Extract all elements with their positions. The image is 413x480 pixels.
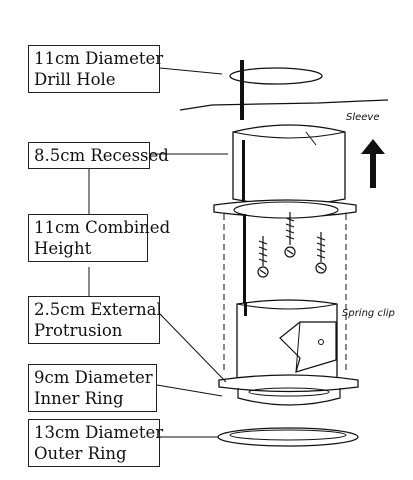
- label-line: Inner Ring: [34, 389, 124, 408]
- drill-hole: [229, 60, 323, 120]
- label-line: 13cm Diameter: [34, 423, 164, 442]
- screw-center-icon: [284, 212, 296, 258]
- label-external-protrusion: 2.5cm External Protrusion: [28, 296, 162, 344]
- screws: [257, 212, 327, 278]
- label-line: Drill Hole: [34, 70, 116, 89]
- label-drill-hole: 11cm Diameter Drill Hole: [28, 45, 164, 93]
- lower-housing: [236, 299, 338, 384]
- label-recessed: 8.5cm Recessed: [28, 142, 169, 169]
- label-outer-ring: 13cm Diameter Outer Ring: [28, 419, 164, 467]
- ceiling-line: [179, 99, 389, 111]
- spring-clip-callout: Spring clip: [342, 308, 395, 319]
- label-line: 8.5cm Recessed: [34, 146, 169, 165]
- screw-left-icon: [257, 236, 269, 278]
- guide-lines: [223, 214, 347, 372]
- sleeve-body: [232, 124, 346, 206]
- label-line: Outer Ring: [34, 444, 127, 463]
- label-line: 11cm Combined: [34, 218, 171, 237]
- outer-ring: [217, 427, 359, 447]
- label-line: Height: [34, 239, 92, 258]
- screw-right-icon: [315, 232, 327, 274]
- up-arrow-icon: [361, 139, 385, 188]
- label-inner-ring: 9cm Diameter Inner Ring: [28, 364, 157, 412]
- label-line: 11cm Diameter: [34, 49, 164, 68]
- label-combined-height: 11cm Combined Height: [28, 214, 171, 262]
- label-line: 9cm Diameter: [34, 368, 153, 387]
- leader-lines: [88, 67, 228, 438]
- label-line: Protrusion: [34, 321, 123, 340]
- label-line: 2.5cm External: [34, 300, 162, 319]
- upper-flange: [213, 199, 357, 219]
- inner-ring: [218, 374, 359, 406]
- cable: [243, 214, 246, 304]
- sleeve-callout: Sleeve: [346, 112, 380, 123]
- spring-clip-icon: [279, 321, 337, 373]
